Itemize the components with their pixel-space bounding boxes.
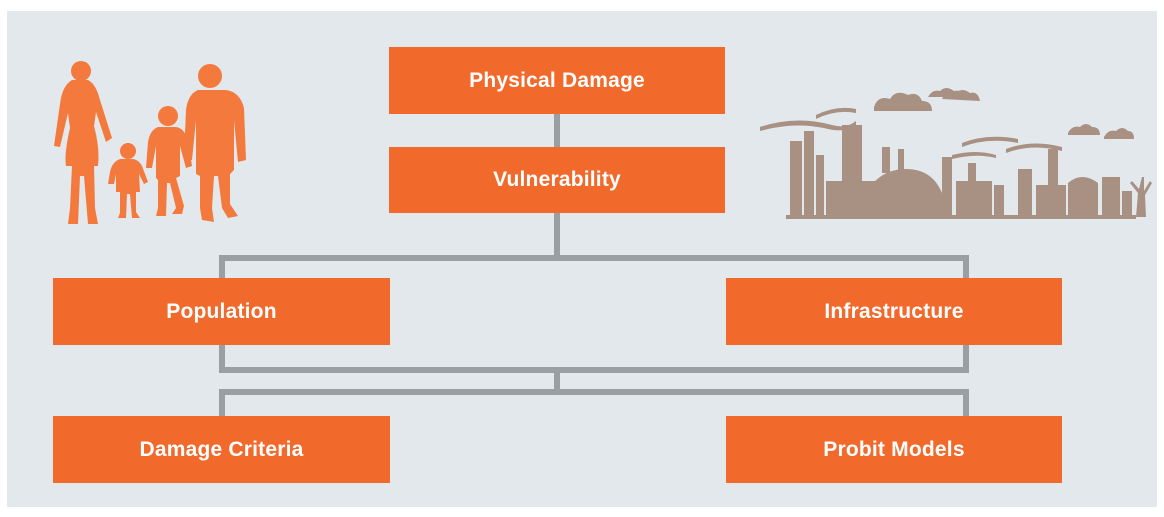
- vulnerability-box: Vulnerability: [389, 147, 725, 213]
- damage-criteria-box: Damage Criteria: [53, 416, 390, 483]
- probit-models-label: Probit Models: [823, 437, 965, 461]
- probit-models-box: Probit Models: [726, 416, 1062, 483]
- connector-top-bracket: [219, 255, 969, 278]
- physical-damage-box: Physical Damage: [389, 47, 725, 114]
- infrastructure-box: Infrastructure: [726, 278, 1062, 345]
- population-box: Population: [53, 278, 390, 345]
- population-label: Population: [166, 299, 277, 323]
- connector-bottom-bracket: [219, 389, 969, 416]
- connector-infrastructure-down: [557, 344, 969, 373]
- infrastructure-label: Infrastructure: [824, 299, 964, 323]
- physical-damage-label: Physical Damage: [469, 68, 645, 92]
- industrial-plant-silhouette-icon: [760, 88, 1152, 219]
- damage-criteria-label: Damage Criteria: [139, 437, 304, 461]
- family-silhouette-icon: [54, 61, 246, 224]
- vulnerability-label: Vulnerability: [493, 168, 621, 191]
- connector-population-down: [219, 344, 560, 392]
